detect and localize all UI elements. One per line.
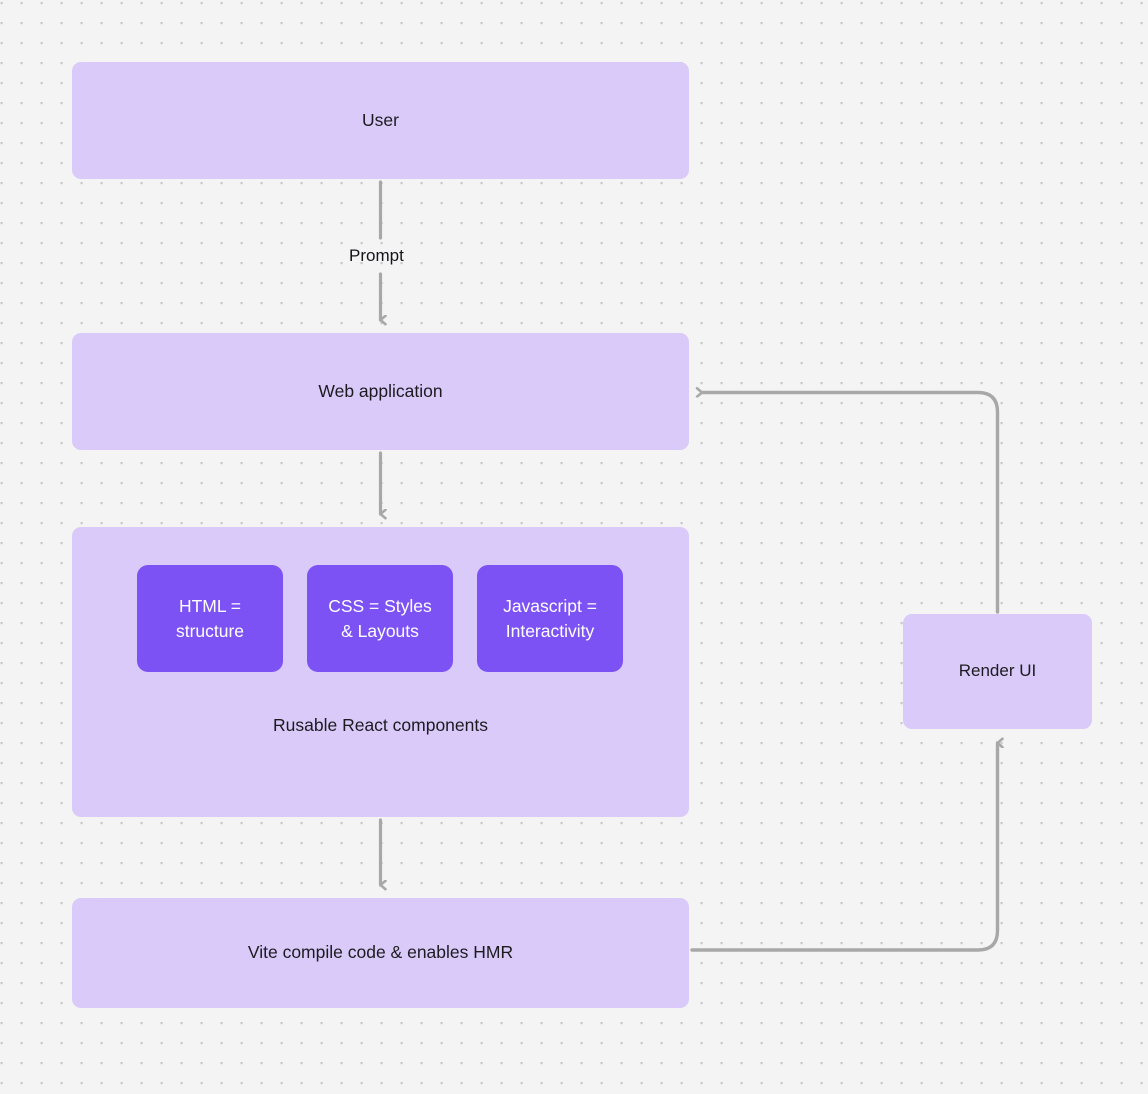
chip-css-label: CSS = Styles & Layouts <box>328 596 432 641</box>
node-render-ui-label: Render UI <box>958 661 1037 681</box>
node-reusable-react-components-label: Rusable React components <box>273 715 488 735</box>
node-web-application-label: Web application <box>318 380 443 401</box>
node-web-application[interactable]: Web application <box>72 333 689 450</box>
chip-javascript-label: Javascript = Interactivity <box>503 596 597 641</box>
chip-html-label: HTML = structure <box>175 596 245 641</box>
chip-group: HTML = structure CSS = Styles & Layouts … <box>137 565 623 672</box>
edge-render-to-webapp <box>702 393 1000 614</box>
edge-label-prompt: Prompt <box>349 246 404 265</box>
node-user[interactable]: User <box>72 62 689 179</box>
node-user-label: User <box>362 109 399 130</box>
node-render-ui[interactable]: Render UI <box>903 614 1092 729</box>
chip-html[interactable]: HTML = structure <box>137 565 283 672</box>
node-vite-compile[interactable]: Vite compile code & enables HMR <box>72 898 689 1008</box>
chip-javascript[interactable]: Javascript = Interactivity <box>477 565 623 672</box>
edge-vite-to-render <box>690 743 998 952</box>
node-vite-compile-label: Vite compile code & enables HMR <box>247 942 514 963</box>
chip-css[interactable]: CSS = Styles & Layouts <box>307 565 453 672</box>
node-reusable-react-components[interactable]: HTML = structure CSS = Styles & Layouts … <box>72 527 689 817</box>
